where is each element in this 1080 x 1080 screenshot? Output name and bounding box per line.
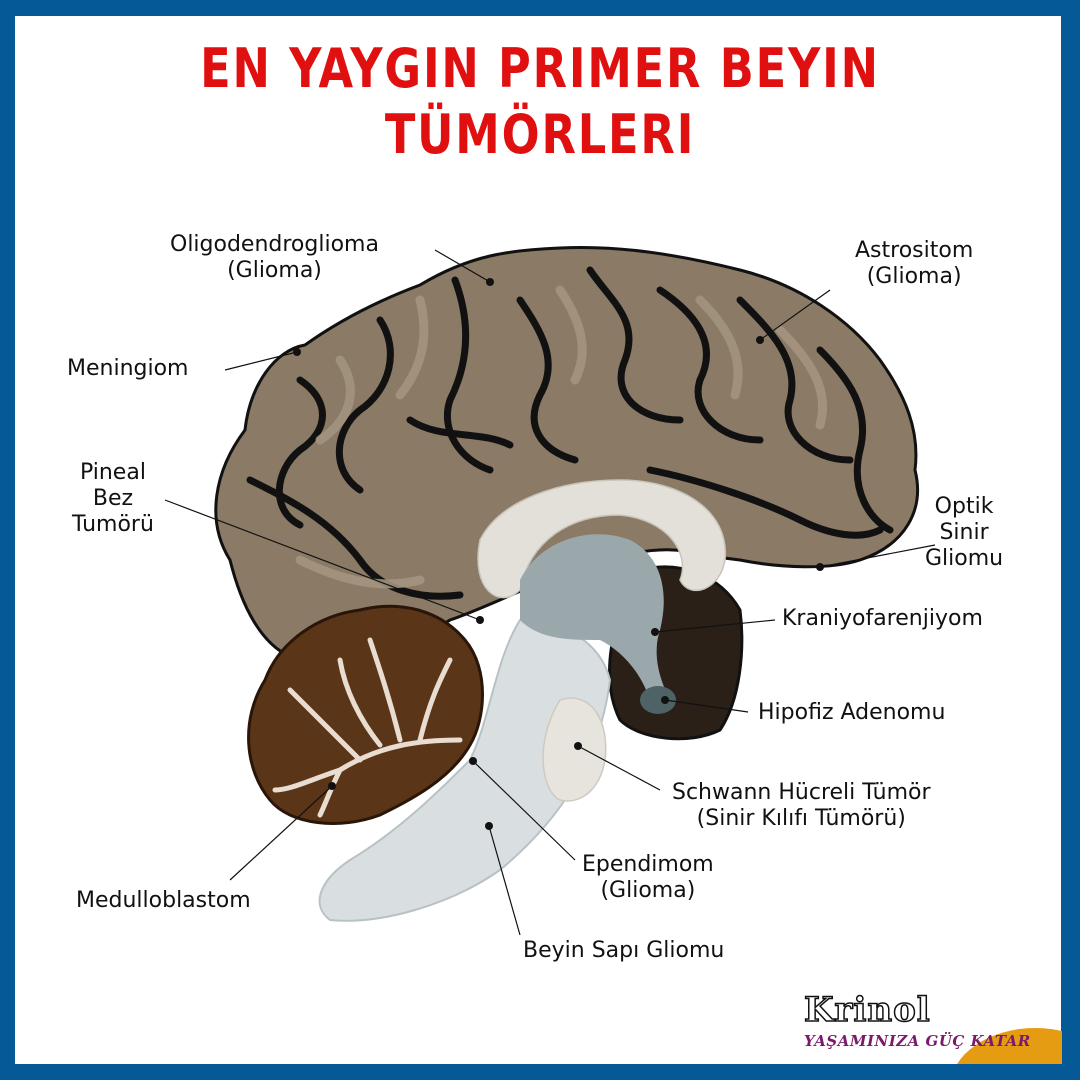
pituitary [640,686,676,714]
label-ependimom: Ependimom (Glioma) [582,852,714,903]
label-pineal: Pineal Bez Tumörü [72,460,154,537]
label-schwann: Schwann Hücreli Tümör (Sinir Kılıfı Tümö… [672,780,931,831]
label-medulloblastom: Medulloblastom [76,888,251,913]
leader-lines [164,249,936,936]
krinol-logo: Krinol YAŞAMINIZA GÜÇ KATAR [800,988,1062,1064]
title-line-1: EN YAYGIN PRIMER BEYIN [200,37,880,100]
title-line-2: TÜMÖRLERI [384,103,696,166]
label-hipofiz-adenomu: Hipofiz Adenomu [758,700,946,725]
label-meningiom: Meningiom [67,356,189,381]
label-beyin-sapi-gliomu: Beyin Sapı Gliomu [523,938,725,963]
cerebellum [247,604,484,825]
logo-slogan: YAŞAMINIZA GÜÇ KATAR [804,1032,1031,1050]
arbor-vitae [272,637,463,818]
logo-brand: Krinol [803,989,931,1031]
label-optik-sinir-gliomu: Optik Sinir Gliomu [925,494,1004,571]
label-oligodendroglioma: Oligodendroglioma (Glioma) [170,232,379,283]
label-kraniyofarenjiyom: Kraniyofarenjiyom [782,606,983,631]
sulci [246,266,894,600]
ventricle [520,534,670,700]
pons [542,697,607,802]
leader-dots [293,278,824,830]
page-title: EN YAYGIN PRIMER BEYIN TÜMÖRLERI [43,36,1037,168]
label-astrositom: Astrositom (Glioma) [855,238,974,289]
